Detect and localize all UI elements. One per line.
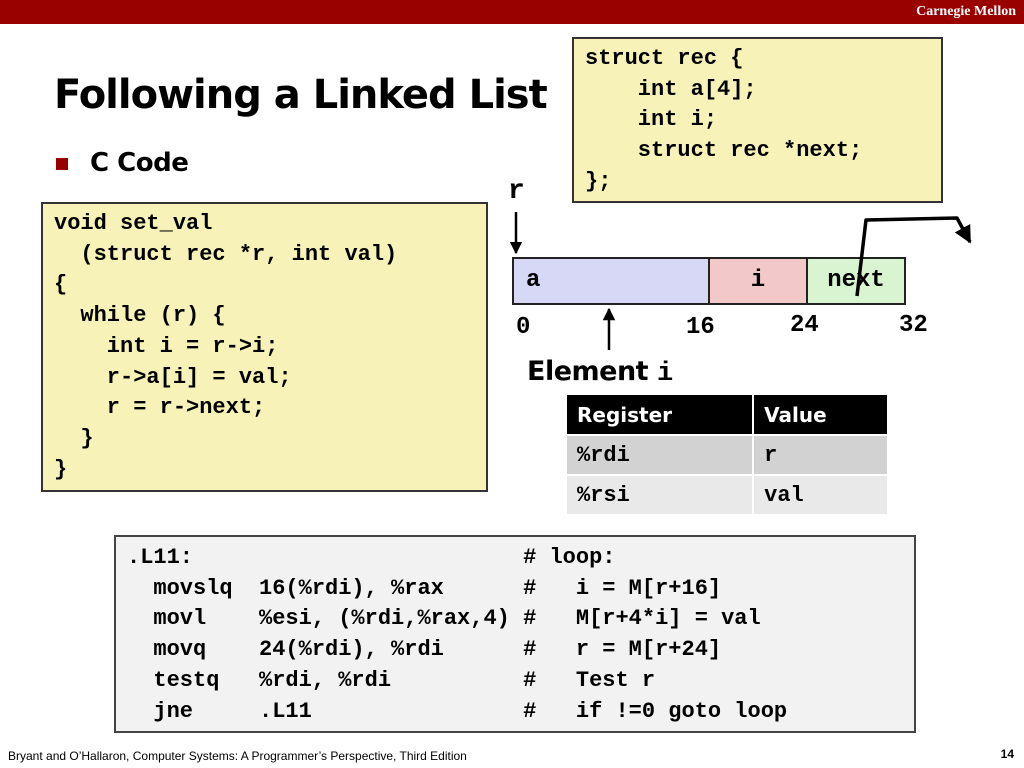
- register-cell: %rdi: [567, 436, 753, 474]
- pointer-r-label: r: [508, 176, 525, 207]
- value-cell: r: [754, 436, 887, 474]
- element-label-word: Element: [527, 356, 649, 387]
- header-bar: Carnegie Mellon: [0, 0, 1024, 24]
- bullet-c-code: C Code: [90, 148, 189, 178]
- assembly-code-box: .L11: # loop: movslq 16(%rdi), %rax # i …: [114, 535, 916, 733]
- offset-24: 24: [790, 312, 819, 339]
- offset-16: 16: [686, 314, 715, 341]
- element-i-label: Element i: [527, 356, 673, 389]
- struct-field-i: i: [708, 257, 808, 305]
- header-register: Register: [567, 395, 753, 434]
- bullet-square-icon: [56, 158, 68, 170]
- page-number: 14: [1000, 747, 1014, 761]
- register-cell: %rsi: [567, 476, 753, 514]
- slide-title: Following a Linked List: [54, 72, 548, 118]
- header-value: Value: [754, 395, 887, 434]
- struct-definition-box: struct rec { int a[4]; int i; struct rec…: [572, 37, 943, 203]
- c-code-box: void set_val (struct rec *r, int val) { …: [41, 202, 488, 492]
- value-cell: val: [754, 476, 887, 514]
- struct-field-a: a: [512, 257, 710, 305]
- next-pointer-arrow: [855, 216, 972, 297]
- offset-0: 0: [516, 314, 531, 341]
- element-label-var: i: [657, 359, 673, 389]
- register-table-header: Register Value: [567, 395, 887, 434]
- struct-field-next: next: [806, 257, 906, 305]
- brand-label: Carnegie Mellon: [916, 4, 1016, 19]
- table-row: %rdi r: [567, 436, 887, 474]
- register-table: Register Value %rdi r %rsi val: [565, 393, 889, 516]
- table-row: %rsi val: [567, 476, 887, 514]
- footer-citation: Bryant and O’Hallaron, Computer Systems:…: [8, 749, 467, 763]
- offset-32: 32: [899, 312, 928, 339]
